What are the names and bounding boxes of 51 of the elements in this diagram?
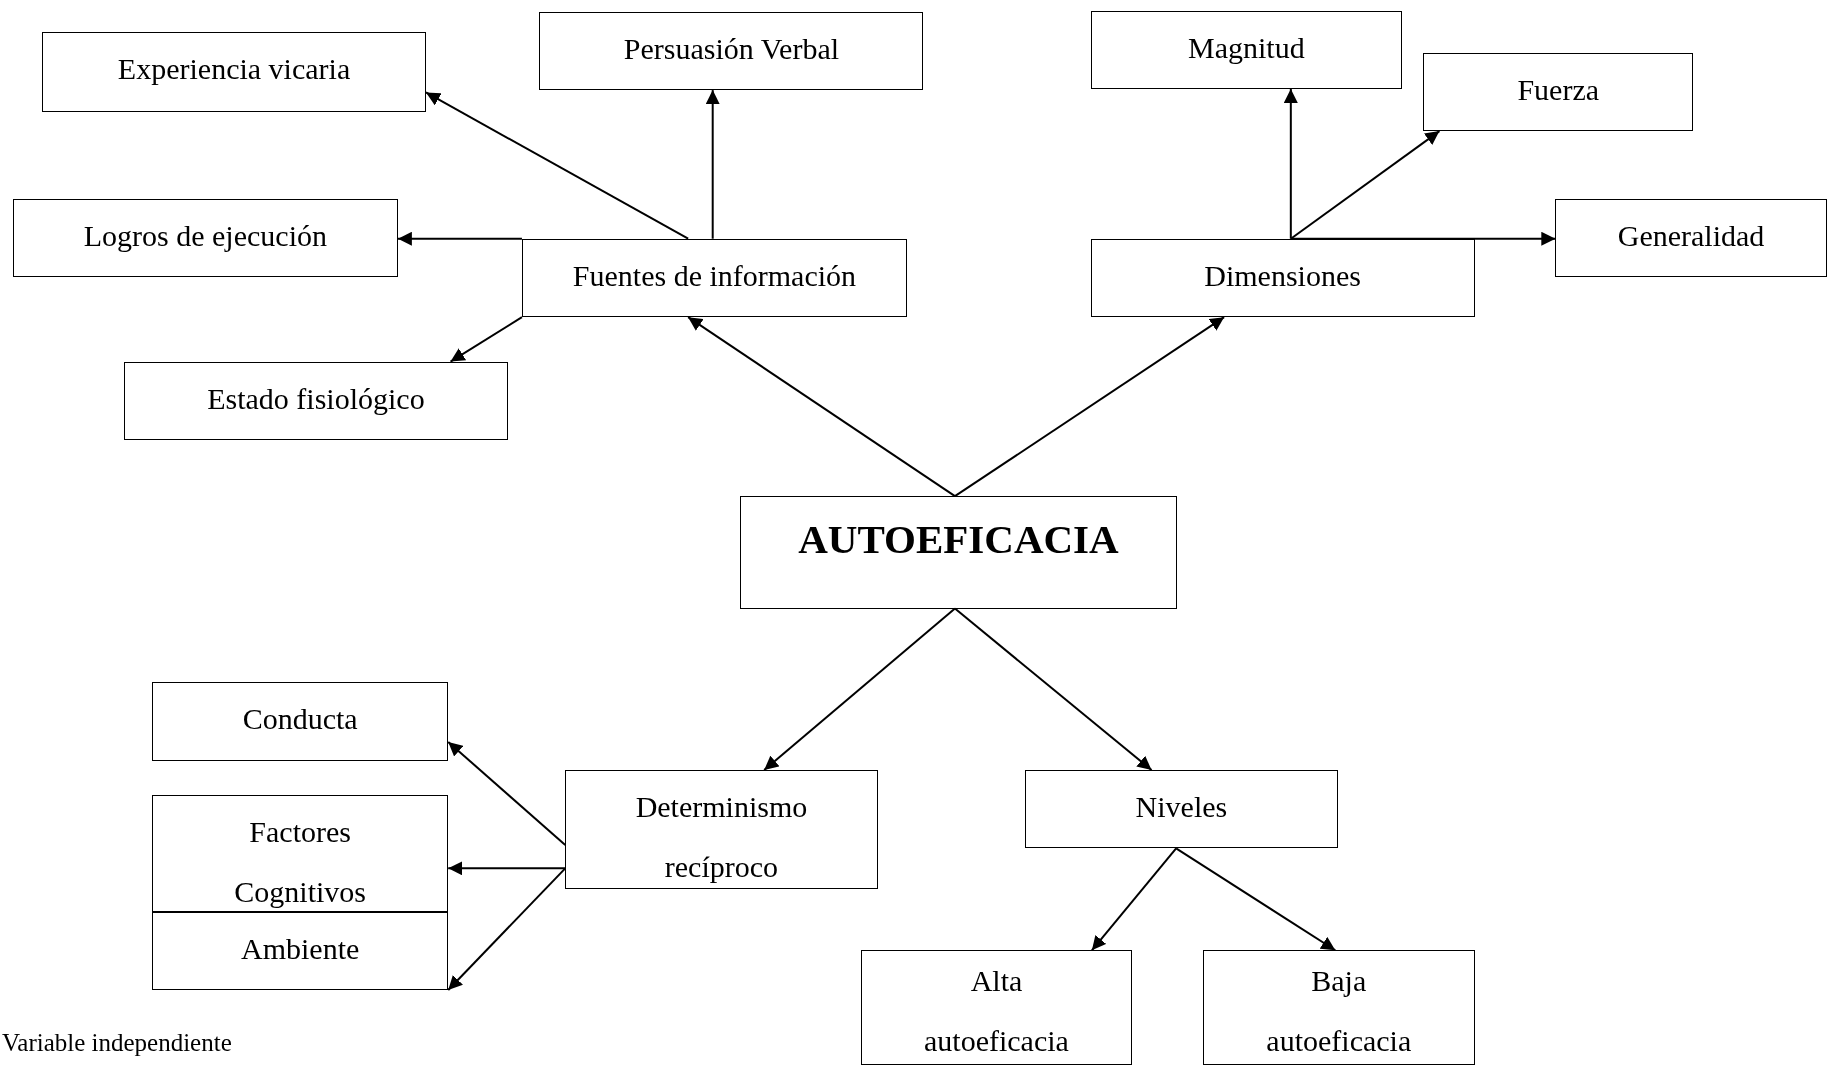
arrow: [447, 867, 567, 992]
arrow: [396, 231, 523, 246]
arrow: [763, 607, 956, 772]
box-text: Factores Cognitivos: [233, 813, 367, 910]
concept-box: [152, 911, 449, 991]
box-text: Dimensiones: [1204, 257, 1361, 294]
box-text: Niveles: [1135, 789, 1228, 826]
concept-box: [124, 361, 508, 440]
box-text: Fuerza: [1517, 71, 1599, 108]
box-text: Alta autoeficacia: [923, 963, 1070, 1060]
box-text: Magnitud: [1188, 29, 1305, 66]
box-text: Ambiente: [241, 930, 360, 967]
arrow: [687, 316, 956, 498]
concept-box: [1423, 52, 1694, 132]
box-text: Determinismo recíproco: [634, 789, 809, 886]
box-text: Generalidad: [1617, 217, 1765, 254]
concept-box: [521, 238, 907, 318]
concept-box: [861, 950, 1132, 1065]
box-text: Conducta: [242, 701, 358, 738]
arrow: [1289, 130, 1441, 240]
concept-box: [1555, 198, 1827, 278]
arrow: [447, 740, 567, 846]
box-text: Experiencia vicaria: [117, 50, 351, 87]
concept-box: [565, 770, 878, 890]
note-text: Variable independiente: [2, 1028, 232, 1058]
arrow: [1090, 847, 1178, 952]
concept-box: [152, 682, 449, 761]
arrow: [953, 607, 1153, 772]
box-text: Estado fisiológico: [207, 380, 425, 417]
box-text: Fuentes de información: [572, 257, 857, 294]
concept-box: [1090, 238, 1475, 318]
concept-box: [12, 198, 398, 278]
arrow: [1283, 87, 1298, 240]
concept-box: [1090, 10, 1402, 89]
arrow: [447, 861, 567, 876]
arrow: [953, 316, 1226, 498]
arrow: [449, 316, 523, 363]
arrow: [425, 91, 690, 240]
concept-box: [152, 794, 449, 912]
arrow: [1289, 231, 1557, 246]
arrow: [705, 89, 720, 240]
box-text: AUTOEFICACIA: [798, 515, 1119, 565]
concept-box: [42, 31, 426, 113]
box-text: Logros de ejecución: [83, 217, 327, 254]
box-text: Persuasión Verbal: [623, 30, 840, 67]
concept-box: [539, 11, 924, 91]
concept-box: [1203, 950, 1475, 1065]
box-text: Baja autoeficacia: [1265, 963, 1413, 1060]
arrow: [1175, 847, 1337, 952]
title-box: [739, 496, 1178, 609]
concept-box: [1025, 770, 1338, 849]
